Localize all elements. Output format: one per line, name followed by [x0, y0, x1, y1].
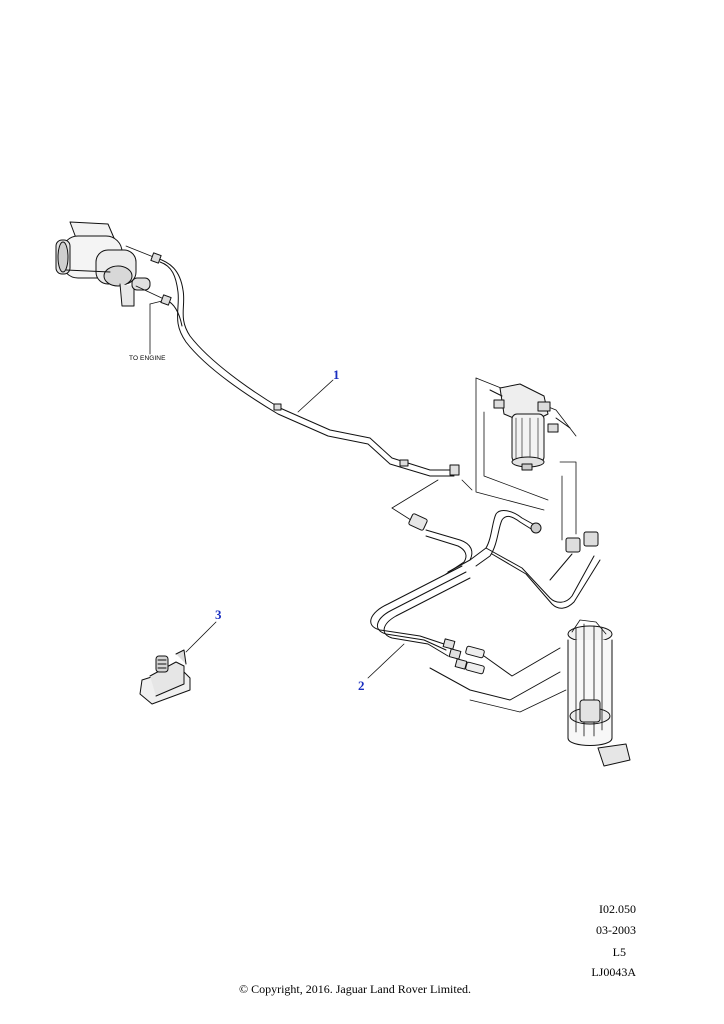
illustration-id: LJ0043A: [591, 965, 636, 979]
fuel-pipe-2: [370, 510, 601, 713]
fuel-pump-sender: [567, 619, 631, 767]
fuel-cooler-assembly: [55, 221, 151, 307]
fuel-filter-assembly: [475, 377, 577, 541]
ref-code: I02.050: [599, 902, 636, 916]
connector-leaders: [125, 245, 167, 355]
to-engine-label: TO ENGINE: [129, 355, 166, 362]
callout-2-leader: [367, 643, 405, 679]
level-code: L5: [612, 945, 626, 959]
junction-leaders: [391, 479, 473, 523]
callout-1-leader: [297, 379, 334, 413]
callout-3[interactable]: 3: [215, 607, 222, 622]
date-code: 03-2003: [596, 923, 636, 937]
callout-1[interactable]: 1: [333, 367, 340, 382]
callout-3-leader: [185, 621, 217, 653]
fuel-pipe-1: [150, 252, 460, 477]
copyright-notice: © Copyright, 2016. Jaguar Land Rover Lim…: [238, 982, 472, 996]
pipe-clip: [139, 649, 191, 705]
callout-2[interactable]: 2: [358, 678, 365, 693]
